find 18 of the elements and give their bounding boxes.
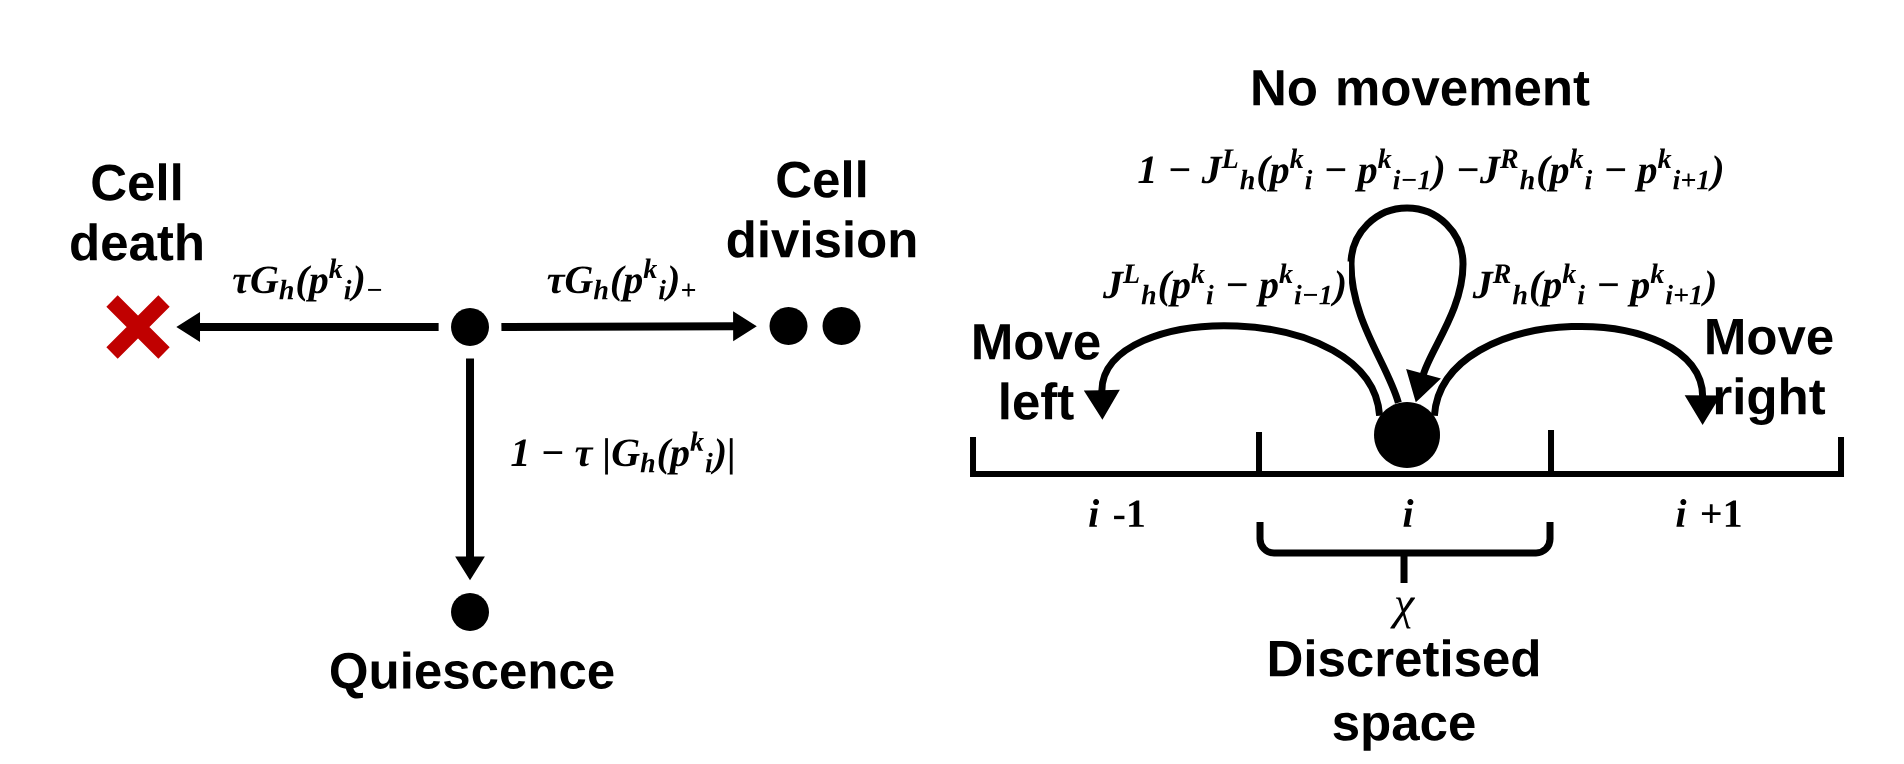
edge-label: J$^{L}$$_{h}$(p$^{k}$$_{i}$ − p$^{k}$$_{i−1}$)	[1100, 261, 1350, 309]
edge-label: τG$_{h}$(p$^{k}$$_{i}$)$_{+}$	[544, 256, 700, 304]
step-symbol: χ	[1390, 597, 1416, 629]
state-label: Cell division	[727, 160, 916, 258]
dot	[451, 308, 489, 346]
state-label: Quiescence	[330, 651, 614, 699]
edge-label: J$^{R}$$_{h}$(p$^{k}$$_{i}$ − p$^{k}$$_{i+1}$)	[1470, 261, 1720, 309]
dot	[1374, 402, 1440, 468]
movement-label: No movement	[1253, 70, 1590, 106]
space-label: Discretised space	[1269, 639, 1539, 751]
cell-index: i -1	[1089, 499, 1144, 527]
edge-label: 1 − J$^{L}$$_{h}$(p$^{k}$$_{i}$ − p$^{k}$$_{i−1}$) −J$^{R}$$_{h}$(p$^{k}$$_{i}$ − p$^{k}$$_{i+1}$)	[1135, 146, 1727, 194]
edge-label: 1 − τ |G$_{h}$(p$^{k}$$_{i}$)|	[508, 429, 738, 477]
movement-label: Move left	[974, 324, 1100, 420]
cell-index: i +1	[1676, 499, 1741, 527]
movement-label: Move right	[1707, 319, 1833, 425]
edge-label: τG$_{h}$(p$^{k}$$_{i}$)$_{−}$	[230, 256, 386, 304]
state-label: Cell death	[71, 163, 202, 261]
